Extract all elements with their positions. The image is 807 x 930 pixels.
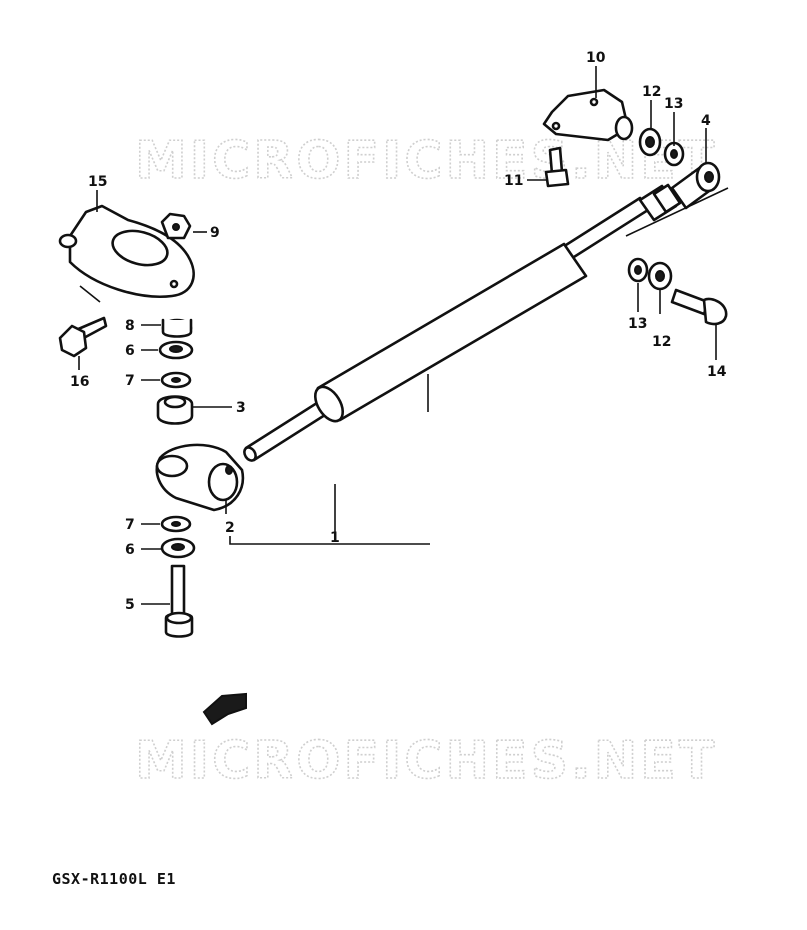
steering-damper (155, 161, 721, 514)
callout-15: 15 (88, 174, 107, 190)
callout-3: 3 (236, 400, 246, 416)
collar-8 (161, 318, 193, 338)
callout-7-lower: 7 (125, 517, 135, 533)
washer-13-lower (627, 257, 649, 283)
washer-7-lower (160, 515, 192, 533)
callout-13-lower: 13 (628, 316, 647, 332)
bolt-16 (58, 316, 108, 358)
callout-13-upper: 13 (664, 96, 683, 112)
callout-4: 4 (701, 113, 711, 129)
callout-1: 1 (330, 530, 340, 546)
watermark-top: MICROFICHES.NET (135, 131, 717, 191)
callout-6-upper: 6 (125, 343, 135, 359)
watermark-bottom: MICROFICHES.NET (135, 731, 717, 791)
callout-5: 5 (125, 597, 135, 613)
washer-13-upper (663, 141, 685, 167)
callouts: 1 2 3 4 5 6 6 7 7 8 9 10 11 12 12 13 13 … (70, 50, 727, 613)
callout-6-lower: 6 (125, 542, 135, 558)
callout-11: 11 (504, 173, 523, 189)
cushion-12-upper (638, 127, 662, 157)
cushion-6-lower (160, 537, 196, 559)
callout-14: 14 (707, 364, 727, 380)
bolt-11 (544, 146, 570, 188)
cushion-12-lower (647, 261, 673, 291)
bush-3 (156, 395, 194, 425)
bolt-5 (164, 564, 194, 638)
bracket-15 (58, 204, 195, 298)
bolt-14 (670, 288, 728, 326)
callout-16: 16 (70, 374, 89, 390)
leader-lines (78, 66, 729, 605)
callout-8: 8 (125, 318, 135, 334)
callout-7-upper: 7 (125, 373, 135, 389)
washer-7-upper (160, 371, 192, 389)
callout-12-lower: 12 (652, 334, 671, 350)
bracket-10 (542, 88, 634, 142)
nut-9 (160, 212, 192, 240)
callout-12-upper: 12 (642, 84, 661, 100)
callout-9: 9 (210, 225, 220, 241)
callout-10: 10 (586, 50, 606, 66)
front-arrow-icon (202, 692, 247, 726)
model-label: GSX-R1100L E1 (52, 870, 176, 888)
callout-2: 2 (225, 520, 235, 536)
cushion-6-upper (158, 340, 194, 360)
